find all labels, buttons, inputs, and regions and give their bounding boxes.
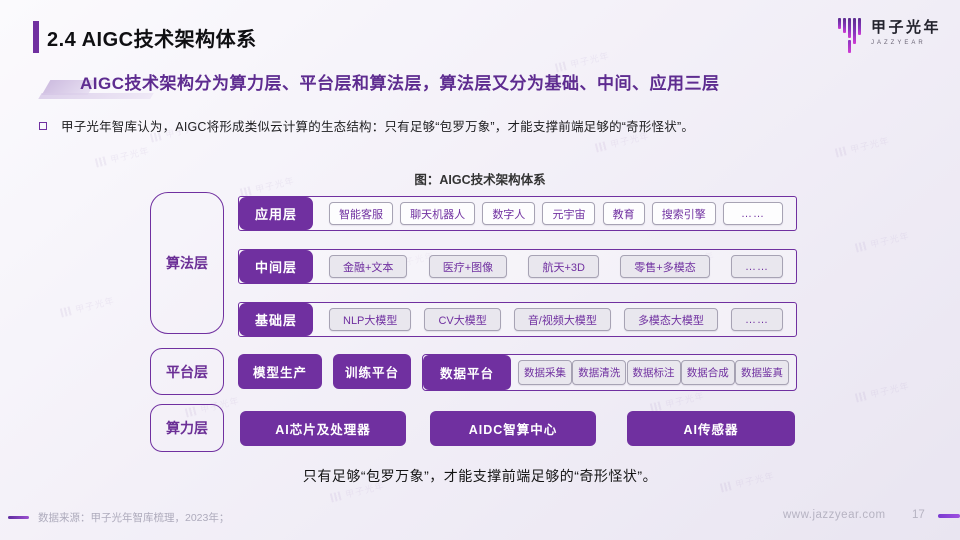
chip: 音/视频大模型 xyxy=(513,308,611,331)
chip: 搜索引擎 xyxy=(651,202,716,225)
middle-layer-row: 中间层 金融+文本 医疗+图像 航天+3D 零售+多模态 …… xyxy=(238,249,797,284)
page-number: 17 xyxy=(912,509,925,521)
chip-list: 智能客服 聊天机器人 数字人 元宇宙 教育 搜索引擎 …… xyxy=(313,197,796,230)
bullet-text: 甲子光年智库认为，AIGC将形成类似云计算的生态结构：只有足够“包罗万象”，才能… xyxy=(61,120,695,134)
watermark-text: 甲子光年 xyxy=(849,135,891,155)
watermark-text: 甲子光年 xyxy=(569,50,611,70)
aidc-center-button: AIDC智算中心 xyxy=(430,411,596,446)
logo-name: 甲子光年 xyxy=(871,19,942,36)
bullet-square-icon xyxy=(39,122,47,130)
base-layer-row: 基础层 NLP大模型 CV大模型 音/视频大模型 多模态大模型 …… xyxy=(238,302,797,337)
chip: 零售+多模态 xyxy=(620,255,710,278)
ai-chip-button: AI芯片及处理器 xyxy=(240,411,406,446)
training-platform-button: 训练平台 xyxy=(333,354,411,389)
chip-ellipsis: …… xyxy=(722,202,783,225)
logo-text-block: 甲子光年 JAZZYEAR xyxy=(871,16,941,46)
chip: NLP大模型 xyxy=(329,308,412,331)
watermark-text: 甲子光年 xyxy=(664,390,706,410)
chip: 金融+文本 xyxy=(329,255,408,278)
watermark: 甲子光年 xyxy=(59,294,116,320)
side-label-platform-layer: 平台层 xyxy=(150,348,224,395)
row-label: 中间层 xyxy=(239,250,313,283)
watermark-bars-icon xyxy=(329,491,343,503)
watermark-bars-icon xyxy=(94,156,108,168)
chip: 教育 xyxy=(602,202,645,225)
watermark-text: 甲子光年 xyxy=(869,230,911,250)
chip: 数据鉴真 xyxy=(735,360,789,385)
watermark: 甲子光年 xyxy=(854,229,911,255)
chip: 医疗+图像 xyxy=(428,255,508,278)
watermark-text: 甲子光年 xyxy=(74,295,116,315)
chip: 数据标注 xyxy=(626,360,681,385)
chip: 数据采集 xyxy=(518,360,572,385)
chip: 元宇宙 xyxy=(542,202,596,225)
footer-left-dash xyxy=(8,516,29,519)
application-layer-row: 应用层 智能客服 聊天机器人 数字人 元宇宙 教育 搜索引擎 …… xyxy=(238,196,797,231)
watermark: 甲子光年 xyxy=(94,144,151,170)
ai-sensor-button: AI传感器 xyxy=(627,411,795,446)
watermark-bars-icon xyxy=(834,146,848,158)
side-label-compute-layer: 算力层 xyxy=(150,404,224,452)
model-production-button: 模型生产 xyxy=(238,354,322,389)
chip: 数据合成 xyxy=(680,360,735,385)
figure-title: 图：AIGC技术架构体系 xyxy=(414,173,546,187)
chip: 数据清洗 xyxy=(572,360,627,385)
watermark-bars-icon xyxy=(854,241,868,253)
chip: 航天+3D xyxy=(528,255,599,278)
logo: 甲子光年 JAZZYEAR xyxy=(838,16,941,54)
row-label: 基础层 xyxy=(239,303,313,336)
data-source: 数据来源：甲子光年智库梳理，2023年； xyxy=(38,512,230,524)
chip-ellipsis: …… xyxy=(731,308,783,331)
title-accent-bar xyxy=(33,21,39,53)
page-title: 2.4 AIGC技术架构体系 xyxy=(47,29,257,51)
chip: 聊天机器人 xyxy=(400,202,476,225)
row-label: 应用层 xyxy=(239,197,313,230)
side-label-algorithm-layer: 算法层 xyxy=(150,192,224,334)
data-platform-label: 数据平台 xyxy=(423,355,511,390)
bottom-note: 只有足够“包罗万象”，才能支撑前端足够的“奇形怪状”。 xyxy=(302,468,658,484)
slide-subtitle: AIGC技术架构分为算力层、平台层和算法层，算法层又分为基础、中间、应用三层 xyxy=(80,74,720,93)
watermark: 甲子光年 xyxy=(834,134,891,160)
logo-subname: JAZZYEAR xyxy=(871,40,926,46)
watermark-text: 甲子光年 xyxy=(109,145,151,165)
watermark-bars-icon xyxy=(854,391,868,403)
watermark-bars-icon xyxy=(59,306,73,318)
jazzyear-logo-icon xyxy=(838,16,863,54)
chip: 智能客服 xyxy=(329,202,393,225)
website-url: www.jazzyear.com xyxy=(783,509,886,521)
data-platform-chip-list: 数据采集 数据清洗 数据标注 数据合成 数据鉴真 xyxy=(511,355,796,390)
watermark-text: 甲子光年 xyxy=(869,380,911,400)
data-platform-box: 数据平台 数据采集 数据清洗 数据标注 数据合成 数据鉴真 xyxy=(422,354,797,391)
chip: CV大模型 xyxy=(424,308,501,331)
watermark: 甲子光年 xyxy=(854,379,911,405)
chip: 数字人 xyxy=(482,202,536,225)
watermark-bars-icon xyxy=(594,141,608,153)
chip-list: NLP大模型 CV大模型 音/视频大模型 多模态大模型 …… xyxy=(313,303,796,336)
chip-list: 金融+文本 医疗+图像 航天+3D 零售+多模态 …… xyxy=(313,250,796,283)
chip-ellipsis: …… xyxy=(731,255,783,278)
footer-right-dash xyxy=(938,514,960,518)
chip: 多模态大模型 xyxy=(623,308,718,331)
